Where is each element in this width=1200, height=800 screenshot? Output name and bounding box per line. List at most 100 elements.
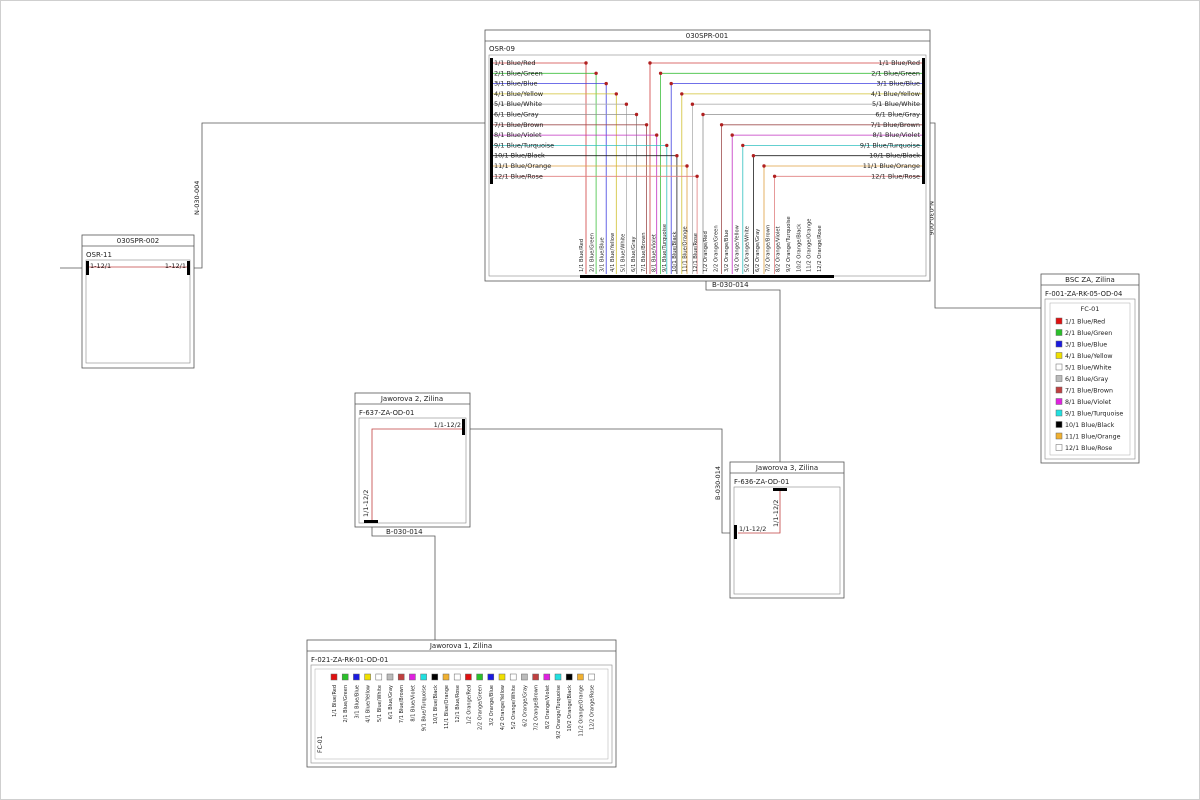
right-connector-bar [922, 58, 925, 184]
splice-dot [648, 61, 652, 65]
closure-title: 030SPR-002 [117, 237, 160, 245]
bottom-fiber-label: 3/1 Blue/Blue [600, 237, 606, 272]
jav1-fiber-label: 8/1 Blue/Violet [410, 685, 416, 722]
bsc-fiber-label: 3/1 Blue/Blue [1065, 342, 1107, 349]
fiber-color-swatch [521, 673, 528, 681]
splice-dot [730, 133, 734, 137]
splice-dot [741, 143, 745, 148]
port-label-left: 1/1-12/2 [739, 525, 766, 533]
bottom-fiber-label: 6/2 Orange/Gray [755, 229, 761, 272]
bsc-fiber-label: 1/1 Blue/Red [1065, 319, 1105, 326]
left-fiber-label: 8/1 Blue/Violet [494, 131, 542, 139]
fiber-color-swatch [509, 673, 517, 681]
fiber-color-swatch [1055, 421, 1063, 428]
jav1-fiber-label: 5/1 Blue/White [377, 685, 383, 722]
cable-b-030-014-bottom[interactable] [371, 521, 436, 640]
right-fiber-label: 7/1 Blue/Brown [870, 121, 920, 129]
splice-dot [685, 164, 689, 168]
bottom-fiber-label: 8/1 Blue/Violet [651, 234, 657, 272]
bottom-fiber-label: 10/2 Orange/Black [796, 224, 802, 272]
jav1-fiber-label: 1/2 Orange/Red [466, 685, 472, 724]
splice-dot [658, 71, 663, 76]
closure-title: 030SPR-001 [686, 32, 729, 40]
left-fiber-label: 5/1 Blue/White [494, 100, 542, 108]
fiber-color-swatch [1055, 340, 1063, 348]
right-fiber-label: 11/1 Blue/Orange [863, 162, 920, 170]
organizer-label: OSR-11 [86, 251, 112, 259]
jav1-fiber-label: 10/1 Blue/Black [433, 685, 439, 724]
bsc-fiber-label: 11/1 Blue/Orange [1065, 434, 1121, 441]
bsc-fiber-label: 7/1 Blue/Brown [1065, 388, 1113, 395]
fiber-color-swatch [1055, 375, 1063, 382]
bottom-fiber-label: 9/1 Blue/Turquoise [662, 224, 668, 272]
top-connector [773, 488, 787, 491]
fiber-color-swatch [341, 673, 349, 681]
fiber-color-swatch [375, 673, 383, 681]
splice-dot [634, 112, 639, 117]
left-fiber-label: 11/1 Blue/Orange [494, 162, 551, 170]
jav1-fiber-label: 6/2 Orange/Gray [522, 685, 528, 727]
left-fiber-label: 10/1 Blue/Black [494, 152, 545, 160]
fc-label: FC-01 [1081, 305, 1100, 313]
site-jaworova-1[interactable]: Jaworova 1, Zilina F-021-ZA-RK-01-OD-01 … [306, 639, 617, 768]
bottom-connector-bar [580, 275, 834, 278]
right-fiber-label: 5/1 Blue/White [872, 100, 920, 108]
jav1-fiber-label: 8/2 Orange/Violet [545, 685, 551, 729]
site-jaworova-2[interactable]: Jaworova 2, Zilina F-637-ZA-OD-01 1/1-12… [354, 392, 471, 528]
left-connector-bar [490, 58, 493, 184]
splice-dot [719, 123, 724, 127]
splice-dot [701, 112, 705, 117]
fiber-color-swatch [386, 673, 394, 681]
fiber-color-swatch [1055, 432, 1063, 440]
splice-dot [655, 133, 659, 137]
site-title: Jaworova 1, Zilina [429, 642, 492, 650]
site-bsc-za-zilina[interactable]: BSC ZA, Zilina F-001-ZA-RK-05-OD-04 FC-0… [1040, 273, 1140, 464]
bsc-fiber-label: 8/1 Blue/Violet [1065, 399, 1112, 406]
cable-n-030-004[interactable] [189, 122, 488, 269]
fiber-color-swatch [554, 673, 562, 681]
splice-dot [584, 61, 588, 65]
fiber-color-swatch [487, 673, 495, 681]
splice-dot [772, 174, 777, 178]
cable-b-030-014-top[interactable] [705, 280, 781, 490]
fiber-color-swatch [465, 673, 472, 681]
bsc-fiber-label: 10/1 Blue/Black [1065, 422, 1115, 429]
bsc-fiber-label: 9/1 Blue/Turquoise [1065, 411, 1123, 418]
left-fiber-label: 3/1 Blue/Blue [494, 80, 538, 88]
fiber-color-swatch [543, 673, 551, 681]
cable-n-030-006[interactable] [920, 122, 1041, 309]
fiber-color-swatch [1055, 363, 1063, 371]
jav1-fiber-label: 2/2 Orange/Green [478, 685, 484, 730]
cable-label-n-030-006: N-030-006 [927, 201, 935, 235]
jav1-fiber-label: 4/2 Orange/Yellow [500, 685, 506, 730]
bottom-fiber-label: 8/2 Orange/Violet [776, 226, 782, 272]
jav1-fiber-label: 11/1 Blue/Orange [444, 685, 450, 729]
cable-label-n-030-004: N-030-004 [193, 181, 201, 215]
site-jaworova-3[interactable]: Jaworova 3, Zilina F-636-ZA-OD-01 1/1-12… [729, 461, 845, 599]
jav1-fiber-label: 7/2 Orange/Brown [534, 685, 540, 731]
jav1-fiber-label: 1/1 Blue/Red [332, 685, 338, 717]
fiber-color-swatch [1055, 317, 1063, 325]
fiber-color-swatch [330, 673, 338, 681]
cable-b-030-014-mid[interactable] [465, 428, 736, 534]
port-label-left: 1/1-12/2 [362, 490, 370, 517]
fiber-color-swatch [1055, 386, 1063, 394]
bottom-fiber-label: 5/1 Blue/White [620, 234, 626, 272]
fiber-color-swatch [1055, 329, 1063, 336]
right-fiber-label: 6/1 Blue/Gray [875, 111, 920, 119]
cable-label-b-030-014-mid: B-030-014 [714, 466, 722, 500]
left-fiber-label: 9/1 Blue/Turquoise [494, 141, 554, 149]
bsc-fiber-label: 5/1 Blue/White [1065, 365, 1112, 372]
splice-closure-030spr-002[interactable]: 030SPR-002 OSR-11 1-12/1 1-12/1 [81, 234, 195, 369]
right-fiber-label: 3/1 Blue/Blue [877, 80, 921, 88]
odf-label: F-636-ZA-OD-01 [734, 478, 789, 486]
splice-dot [604, 81, 608, 86]
cable-label-b-030-014-top: B-030-014 [712, 281, 749, 289]
port-label-left: 1-12/1 [90, 262, 111, 270]
cable-label-b-030-014-bottom: B-030-014 [386, 528, 423, 536]
jav1-fiber-label: 9/1 Blue/Turquoise [422, 685, 428, 731]
fiber-color-swatch [353, 673, 360, 681]
jav1-fiber-label: 3/2 Orange/Blue [489, 685, 495, 726]
bottom-fiber-label: 12/1 Blue/Rose [693, 233, 699, 272]
